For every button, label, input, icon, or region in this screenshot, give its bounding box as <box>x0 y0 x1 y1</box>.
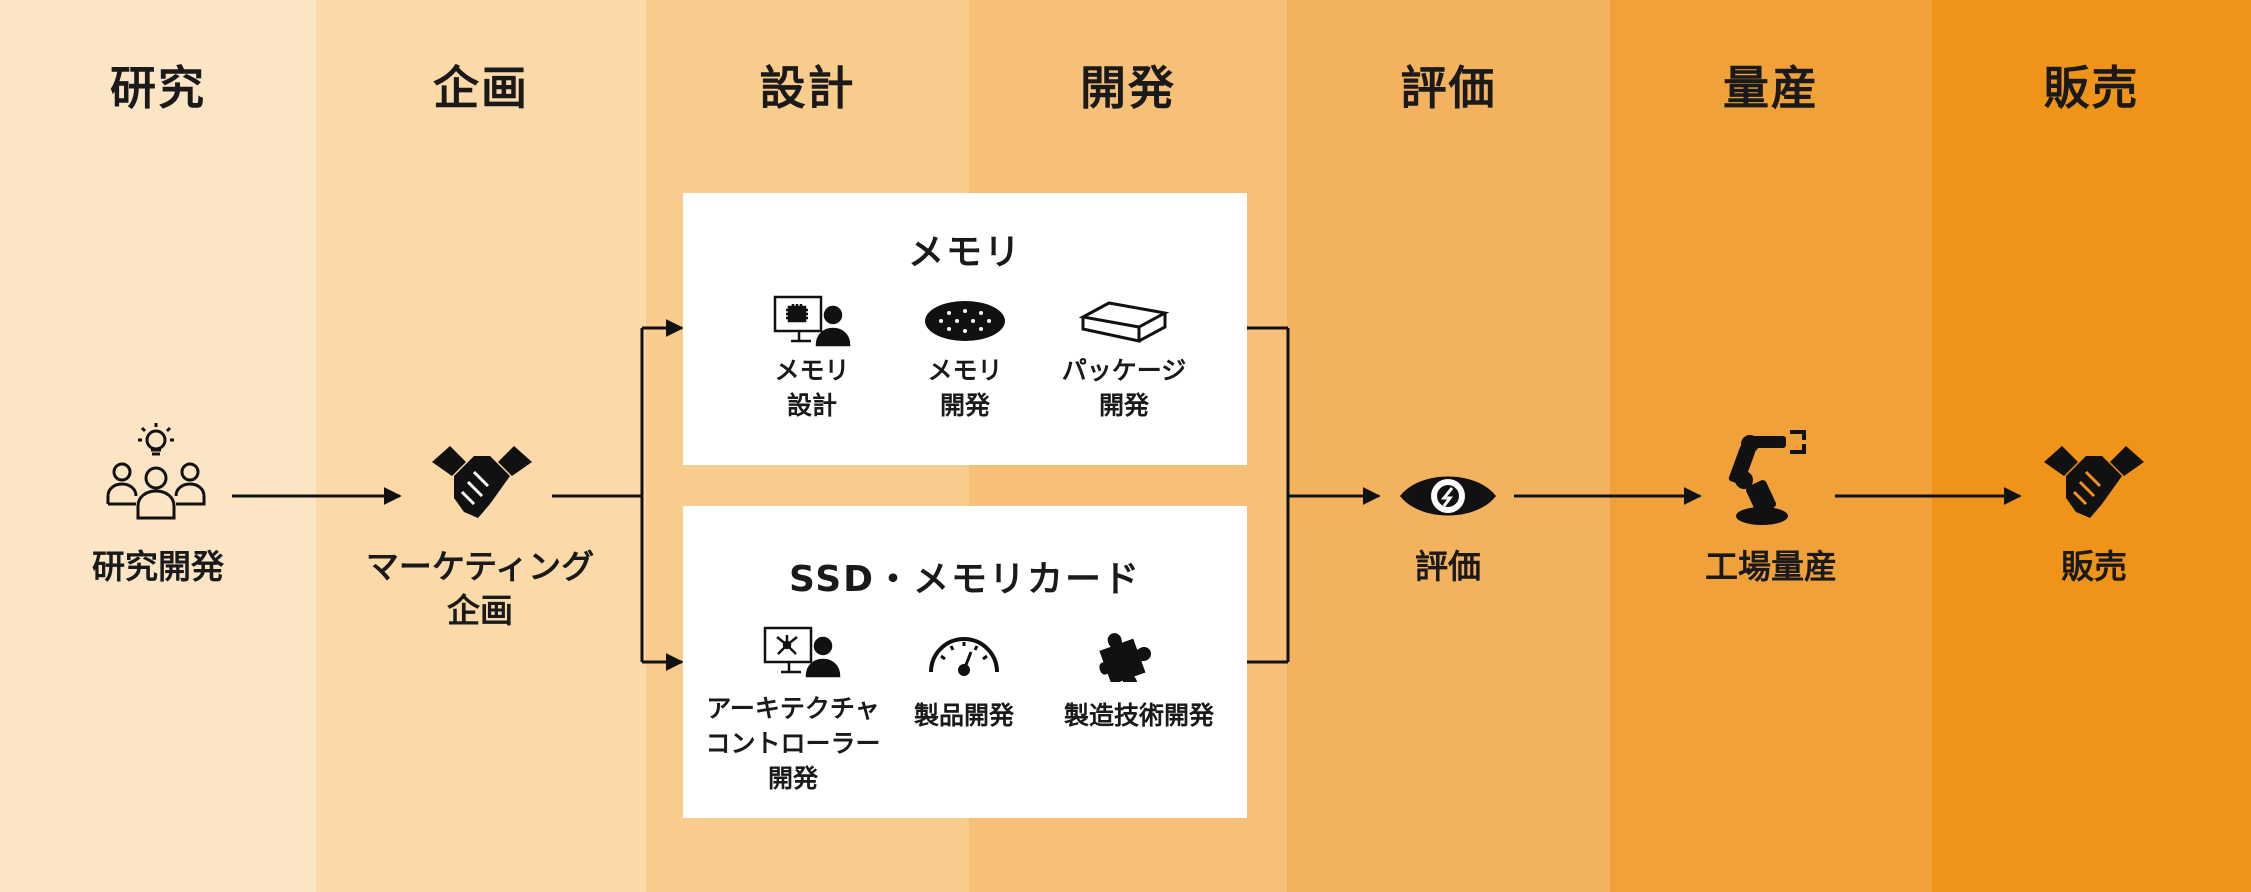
monitor-network-person-icon <box>763 626 841 678</box>
node-label-evaluation: 評価 <box>1415 547 1481 586</box>
memory-dev-label: メモリ 開発 <box>927 356 1003 420</box>
ssd-card-title: SSD・メモリカード <box>788 559 1142 600</box>
stage-title-research: 研究 <box>110 61 206 115</box>
node-label-sales: 販売 <box>2061 547 2127 586</box>
stage-title-development: 開発 <box>1080 61 1176 115</box>
memory-card: メモリ メモリ 設計 メモリ 開発 <box>683 193 1247 465</box>
stage-band-sales <box>1932 0 2251 892</box>
node-label-production: 工場量産 <box>1705 547 1837 586</box>
architecture-controller-dev-label: アーキテクチャ コントローラー 開発 <box>705 694 881 793</box>
gauge-icon <box>927 630 1001 676</box>
stage-band-evaluation <box>1287 0 1610 892</box>
stage-title-production: 量産 <box>1723 61 1819 115</box>
node-label-planning: マーケティング 企画 <box>365 547 595 630</box>
monitor-chip-person-icon <box>773 295 851 347</box>
stage-band-planning <box>316 0 646 892</box>
package-icon <box>1078 299 1170 345</box>
node-label-research: 研究開発 <box>92 547 224 586</box>
package-dev-label: パッケージ 開発 <box>1061 356 1187 420</box>
handshake-icon <box>430 440 534 524</box>
manufacturing-tech-dev-label: 製造技術開発 <box>1063 701 1214 730</box>
stage-band-research <box>0 0 316 892</box>
stage-title-sales: 販売 <box>2043 61 2140 115</box>
eye-icon <box>1398 466 1498 526</box>
team-idea-icon <box>104 420 208 524</box>
product-dev-label: 製品開発 <box>913 701 1014 730</box>
stage-title-planning: 企画 <box>433 61 529 115</box>
stage-title-evaluation: 評価 <box>1400 61 1497 115</box>
stage-title-design: 設計 <box>759 61 856 115</box>
robot-arm-icon <box>1722 424 1816 528</box>
puzzle-icon <box>1094 626 1158 691</box>
handshake-icon <box>2042 440 2146 524</box>
memory-design-label: メモリ 設計 <box>774 356 850 420</box>
memory-card-title: メモリ <box>907 232 1022 273</box>
ssd-card: SSD・メモリカード アーキテクチャ コントローラー 開発 製品開発 <box>683 506 1247 818</box>
wafer-icon <box>923 299 1007 343</box>
